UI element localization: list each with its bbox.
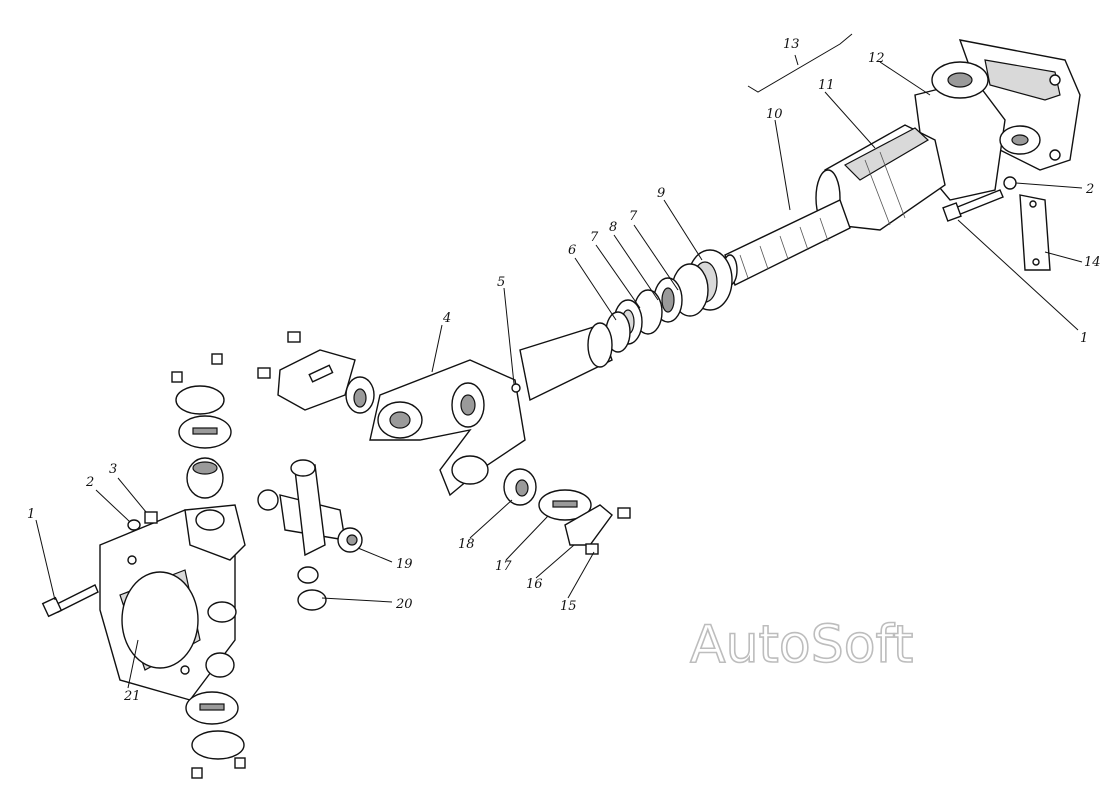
callout-10: 10 [766, 107, 783, 122]
leader-lines [35, 54, 1083, 689]
callout-5: 5 [497, 275, 505, 290]
splined-sleeve-tube [815, 124, 946, 231]
bolt-washer-nut-left [41, 511, 158, 618]
callout-8: 8 [609, 220, 617, 235]
sliding-yoke [369, 322, 613, 497]
callout-2-right: 2 [1085, 182, 1094, 197]
callout-2-left: 2 [85, 475, 94, 490]
callout-7-a: 7 [590, 230, 599, 245]
callout-16: 16 [526, 577, 543, 592]
bearing-cap-top-left [257, 331, 375, 414]
universal-joint-cross [257, 459, 363, 611]
flange-yoke-right [914, 39, 1081, 201]
callout-4: 4 [442, 311, 451, 326]
bolt-and-lock-plate-right [942, 176, 1051, 271]
callout-17: 17 [495, 559, 512, 574]
callout-13: 13 [783, 37, 800, 52]
callout-1-left: 1 [27, 507, 35, 522]
washers-6-7-8 [605, 277, 683, 353]
bearing-cap-stack-lower [185, 652, 246, 779]
callout-11: 11 [818, 78, 835, 93]
callout-15: 15 [560, 599, 577, 614]
callout-21: 21 [123, 689, 141, 704]
bearing-cap-group-lower-middle [503, 468, 631, 555]
bearing-cap-stack-upper [171, 353, 232, 499]
callout-20: 20 [395, 597, 413, 612]
callout-9: 9 [657, 186, 665, 201]
callout-3: 3 [109, 462, 117, 477]
callout-18: 18 [458, 537, 475, 552]
callout-12: 12 [868, 51, 885, 66]
splined-shaft [722, 199, 851, 286]
callout-19: 19 [396, 557, 413, 572]
callout-6: 6 [568, 243, 576, 258]
callout-1-right: 1 [1080, 331, 1088, 346]
callout-7-b: 7 [629, 209, 638, 224]
watermark-text: AutoSoft [690, 615, 913, 675]
flange-yoke-left [99, 504, 246, 701]
callout-14: 14 [1084, 255, 1101, 270]
bracket-13 [747, 33, 853, 93]
